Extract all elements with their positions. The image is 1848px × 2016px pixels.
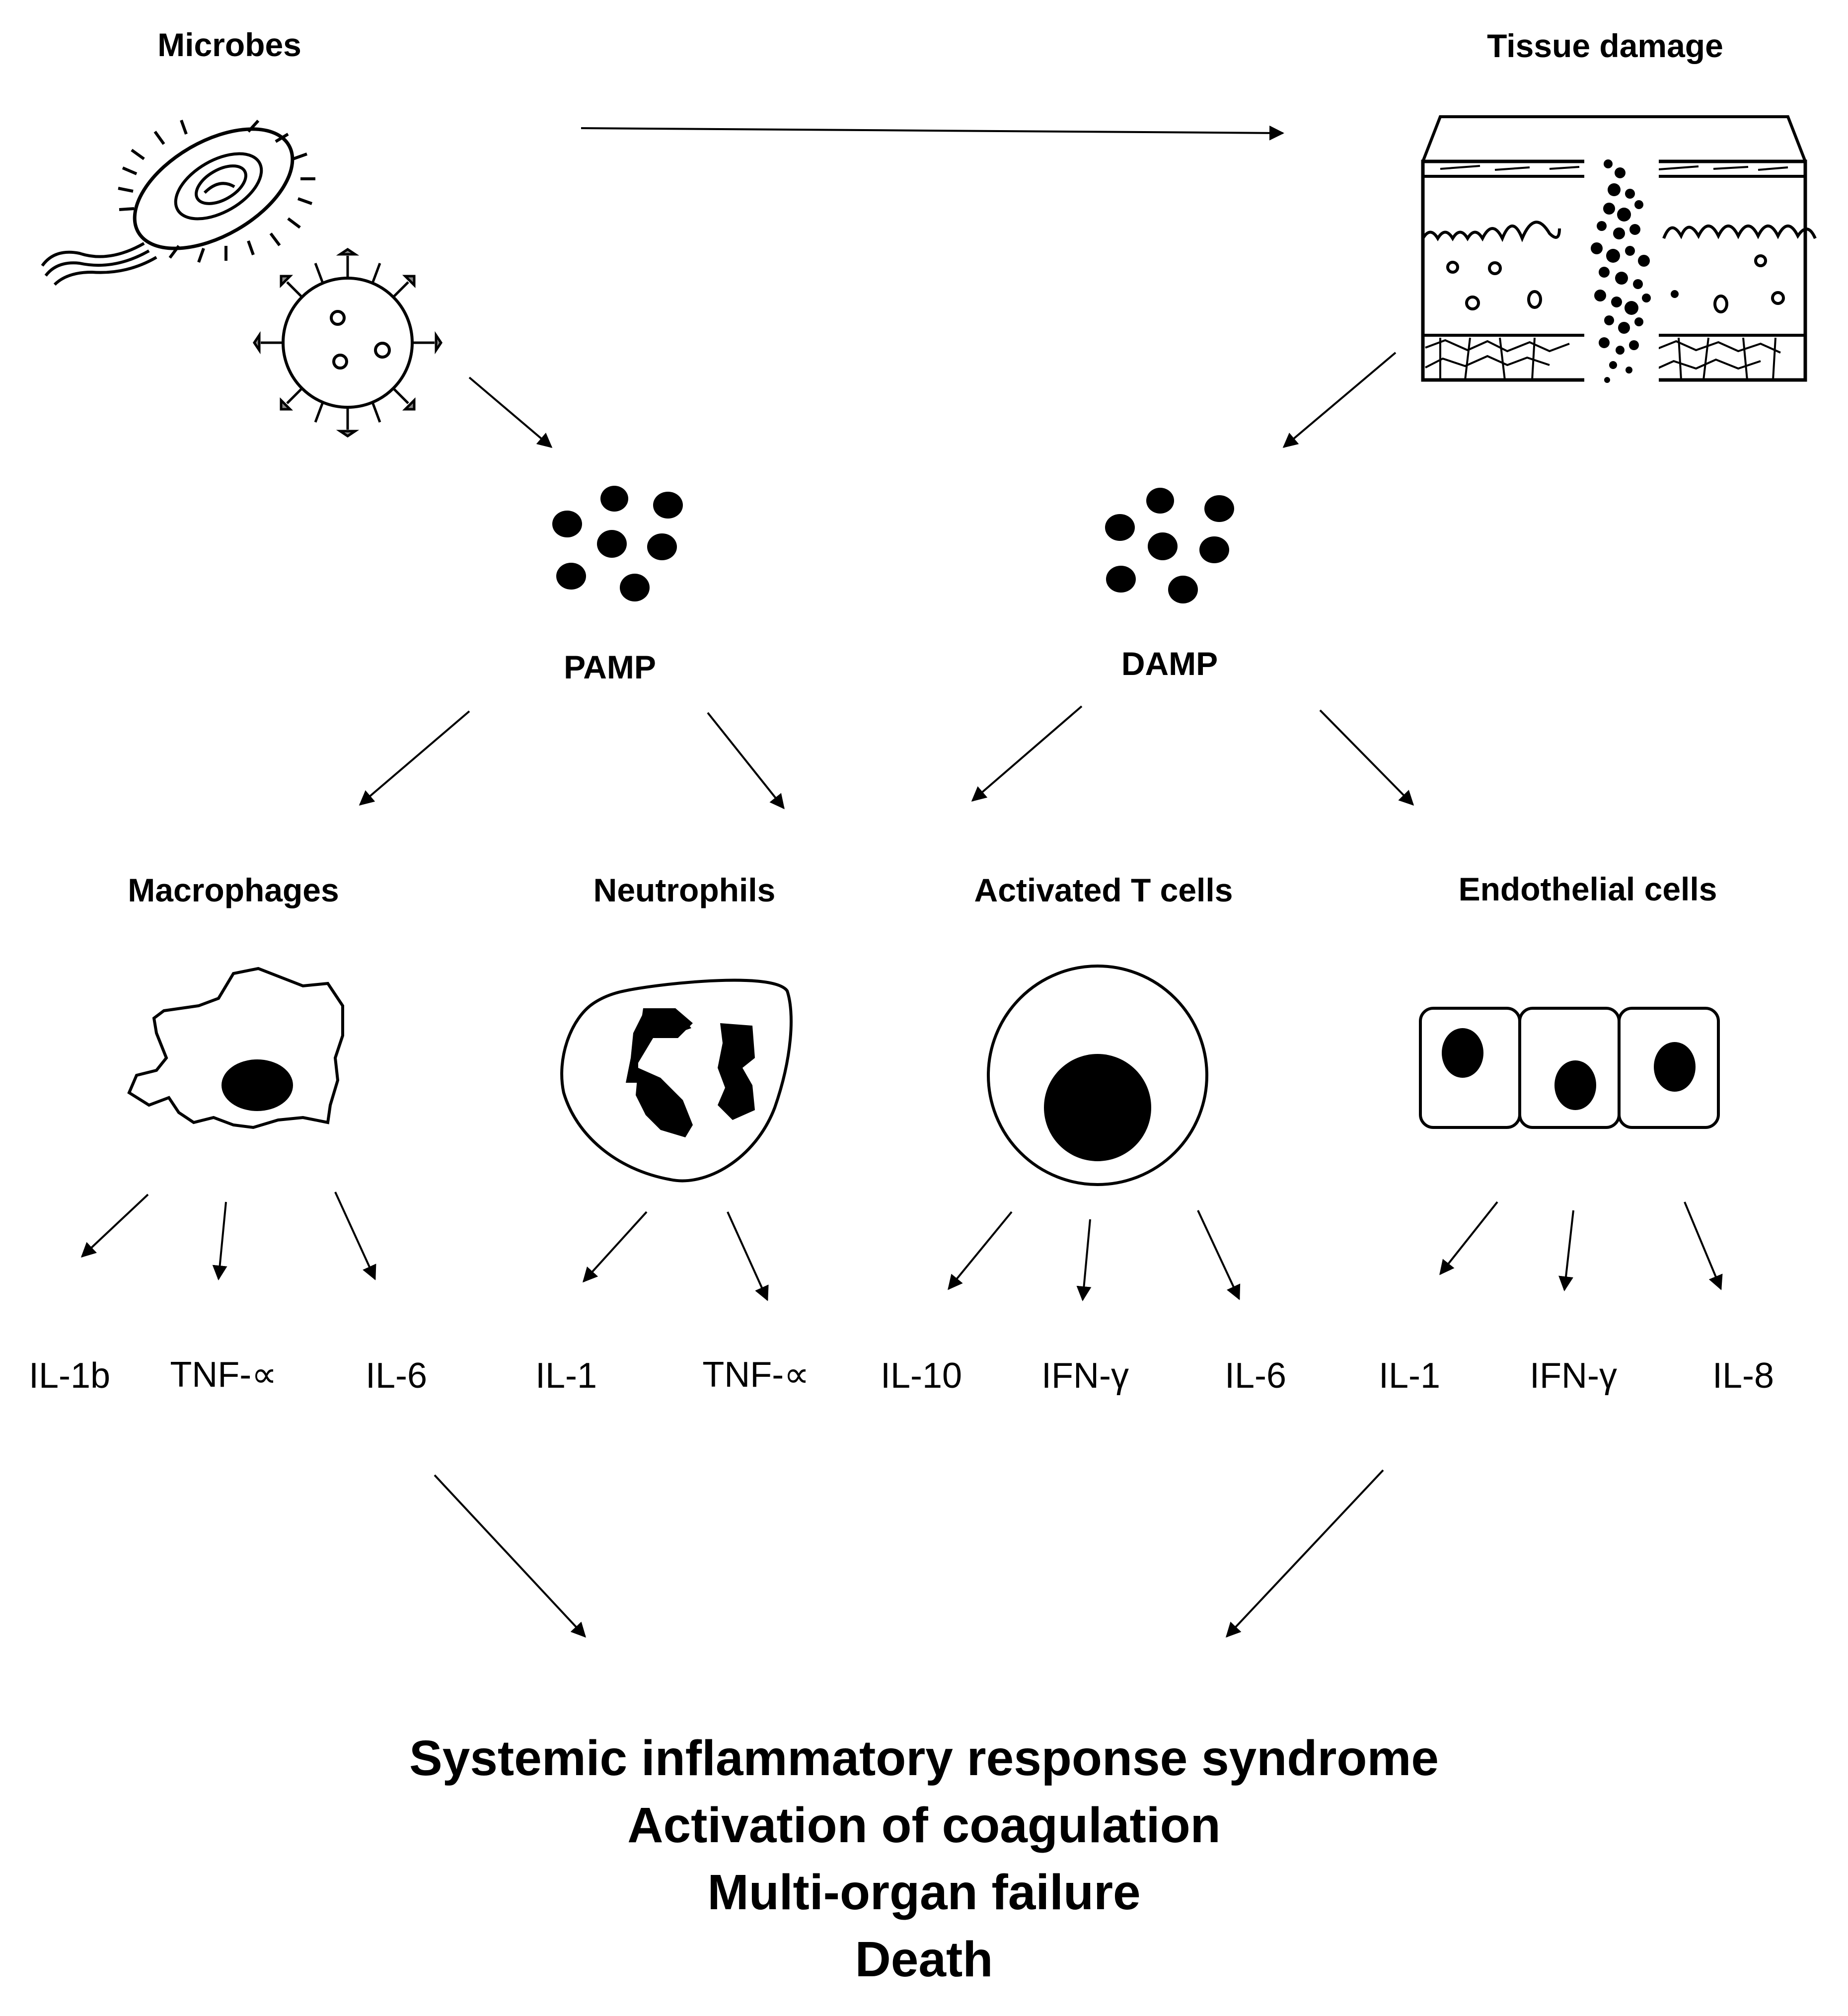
bacterium-icon	[41, 119, 315, 286]
arrow-microbes-to-pamp	[468, 376, 553, 448]
cytokine-label: IL-8	[1712, 1356, 1774, 1396]
arrow-tcell-ifn	[1076, 1219, 1092, 1301]
arrow-damp-to-endothelial	[1319, 709, 1414, 806]
arrow-tcell-il10	[948, 1211, 1013, 1290]
cytokine-label: IL-1b	[28, 1356, 111, 1396]
outcome-organ-failure: Multi-organ failure	[707, 1865, 1141, 1920]
neutrophils-label: Neutrophils	[593, 872, 776, 908]
tissue-damage-label: Tissue damage	[1487, 27, 1723, 64]
arrow-tissue-to-damp	[1282, 352, 1397, 448]
cytokine-label: IL-1	[1378, 1356, 1441, 1396]
cytokine-label: IFN-γ	[1041, 1356, 1129, 1396]
endothelial-cells-label: Endothelial cells	[1458, 871, 1717, 907]
macrophage-icon	[127, 967, 344, 1129]
arrow-neutrophil-il1	[582, 1211, 648, 1283]
cytokine-label: IL-6	[365, 1356, 428, 1396]
tissue-wound-debris	[1584, 154, 1679, 387]
t-cell-icon	[987, 965, 1208, 1186]
cytokine-label: IFN-γ	[1530, 1356, 1617, 1396]
cytokine-label: TNF-∝	[702, 1355, 810, 1395]
arrow-tcell-il6	[1197, 1210, 1241, 1300]
arrow-neutrophil-tnf	[727, 1211, 769, 1301]
activated-t-cells-label: Activated T cells	[974, 872, 1233, 908]
outcome-death: Death	[855, 1932, 993, 1987]
arrow-endothelial-il1	[1439, 1201, 1498, 1275]
arrow-endothelial-il8	[1684, 1201, 1723, 1290]
endothelial-cells-icon	[1419, 1007, 1720, 1129]
pamp-molecules	[552, 486, 683, 601]
arrow-pamp-to-macrophages	[359, 710, 470, 806]
arrow-macrophage-il6	[334, 1192, 376, 1280]
cytokine-label: IL-6	[1224, 1356, 1287, 1396]
arrow-damp-to-t-cells	[971, 705, 1083, 802]
arrow-pamp-to-neutrophils	[707, 712, 785, 810]
outcome-sirs: Systemic inflammatory response syndrome	[409, 1730, 1439, 1786]
cytokine-label: IL-1	[535, 1356, 597, 1396]
damp-label: DAMP	[1121, 645, 1218, 682]
microbes-label: Microbes	[157, 26, 301, 63]
damp-molecules	[1105, 488, 1234, 603]
arrow-left-to-outcome	[434, 1474, 587, 1638]
arrows	[80, 125, 1723, 1638]
macrophages-label: Macrophages	[128, 872, 339, 908]
arrow-microbes-to-tissue	[581, 125, 1284, 141]
cytokine-label: TNF-∝	[170, 1355, 277, 1395]
arrow-macrophage-tnf	[212, 1201, 227, 1280]
virus-icon	[252, 247, 443, 438]
outcome-coagulation: Activation of coagulation	[627, 1797, 1221, 1853]
cytokine-label: IL-10	[880, 1356, 962, 1396]
arrow-macrophage-il1b	[80, 1194, 149, 1258]
arrow-right-to-outcome	[1225, 1469, 1384, 1638]
arrow-endothelial-ifn	[1558, 1210, 1574, 1291]
neutrophil-icon	[560, 978, 793, 1183]
pamp-label: PAMP	[564, 649, 656, 685]
